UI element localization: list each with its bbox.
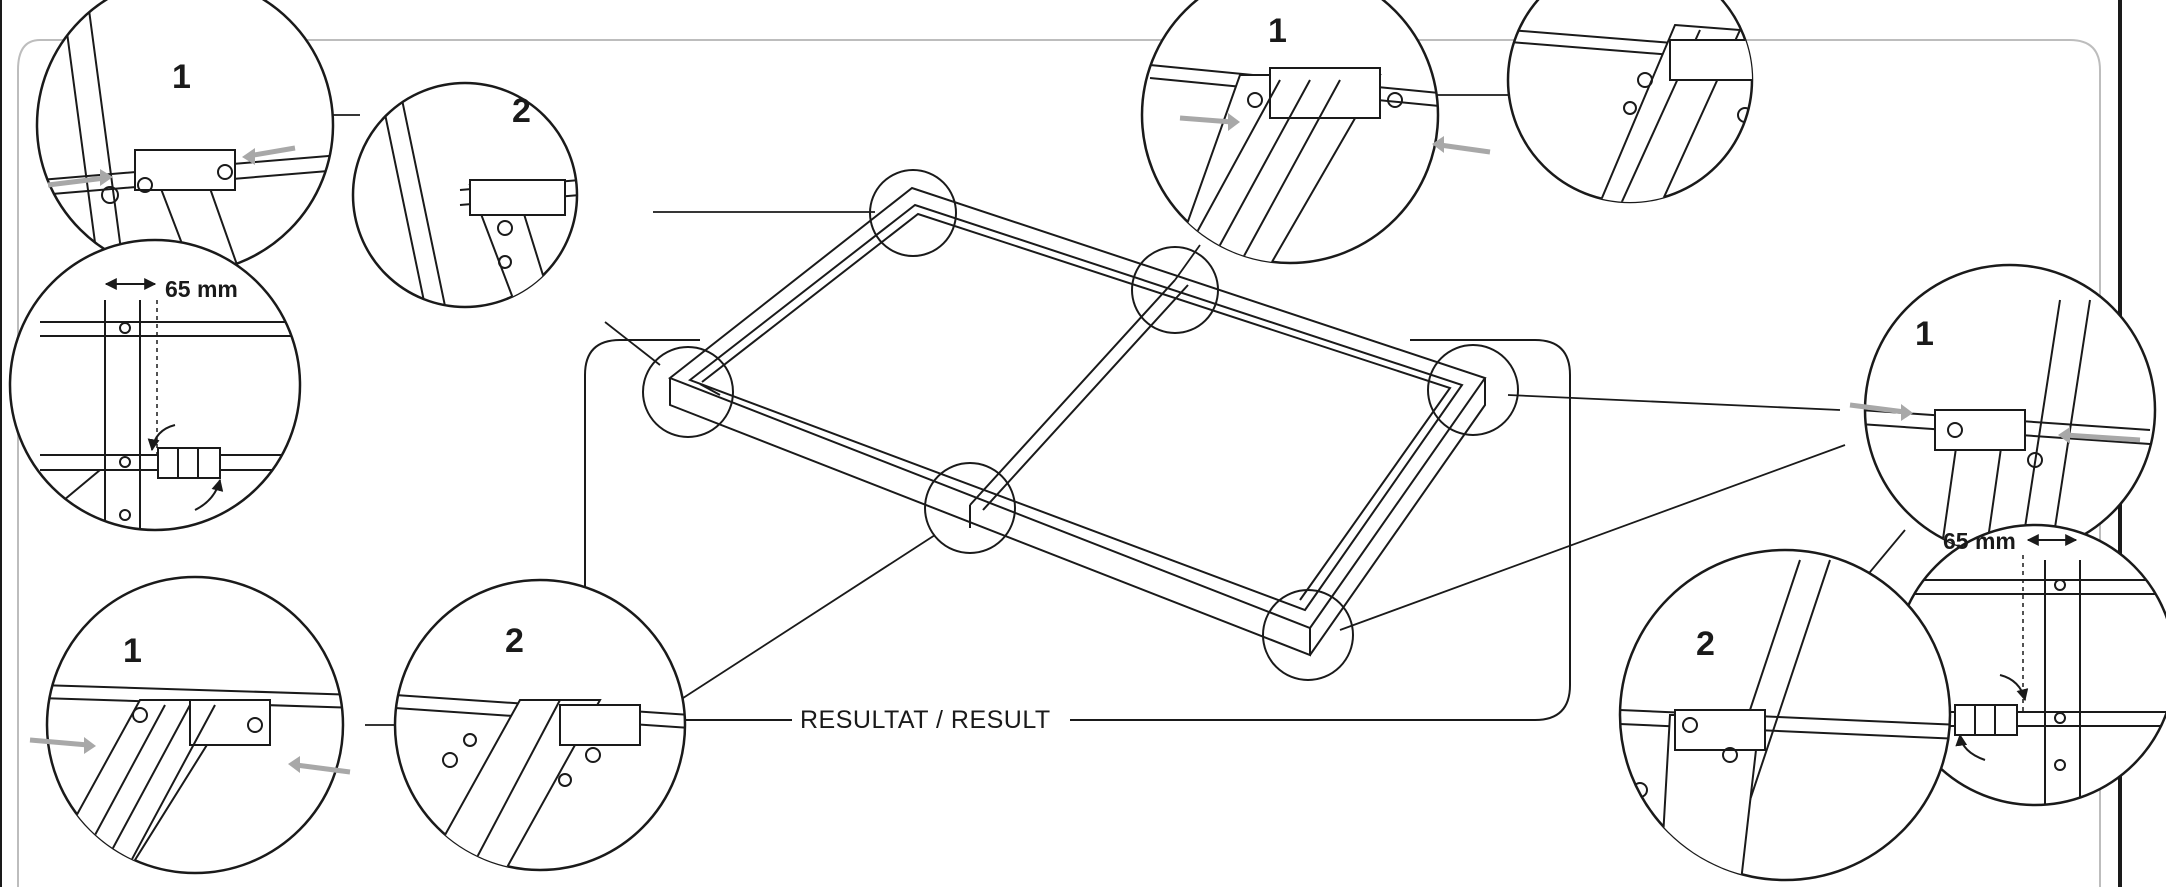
step-label: 1: [1268, 12, 1287, 50]
dimension-label: 65 mm: [1943, 528, 2016, 554]
step-label: 1: [123, 632, 142, 670]
step-label: 2: [1696, 625, 1715, 663]
detail-circle-f: 1: [1849, 263, 2157, 557]
result-caption: RESULTAT / RESULT: [800, 706, 1051, 734]
step-label: 2: [512, 92, 531, 130]
detail-circle-c: 65 mm: [8, 238, 302, 532]
step-label: 1: [1915, 315, 1934, 353]
detail-circle-j: 2: [393, 578, 687, 872]
detail-circle-e: [1506, 0, 1754, 204]
detail-circle-a: 1: [35, 0, 335, 275]
step-label: 1: [172, 58, 191, 96]
detail-circle-b: 2: [351, 81, 579, 309]
dimension-label: 65 mm: [165, 276, 238, 302]
detail-circle-h: 2: [1618, 548, 1952, 882]
bed-frame: [668, 186, 1487, 657]
frame-zoom-circles: [642, 169, 1519, 681]
detail-circle-d: 1: [1140, 0, 1491, 265]
step-label: 2: [505, 622, 524, 660]
detail-circle-i: 1: [29, 575, 351, 875]
